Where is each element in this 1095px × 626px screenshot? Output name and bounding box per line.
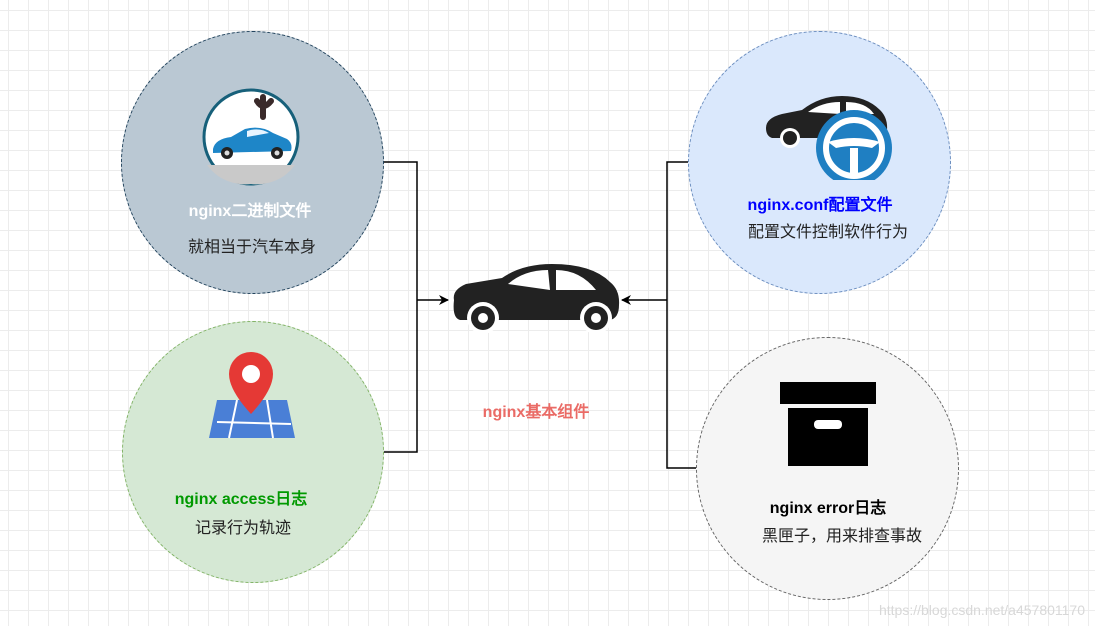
node-access-title: nginx access日志 xyxy=(174,491,308,508)
node-binary-title: nginx二进制文件 xyxy=(188,203,312,220)
node-access-desc: 记录行为轨迹 xyxy=(194,518,292,537)
car-icon xyxy=(453,264,620,334)
black-box-icon xyxy=(780,382,876,466)
center-label: nginx基本组件 xyxy=(482,404,590,421)
connector-right xyxy=(621,161,696,469)
map-pin-icon xyxy=(209,352,295,439)
node-error-title: nginx error日志 xyxy=(769,500,887,517)
watermark: https://blog.csdn.net/a457801170 xyxy=(878,602,1085,618)
connector-left xyxy=(382,161,449,453)
node-error xyxy=(696,337,959,600)
car-repair-icon xyxy=(202,88,300,186)
node-error-desc: 黑匣子，用来排查事故 xyxy=(761,526,923,545)
node-conf-title: nginx.conf配置文件 xyxy=(747,197,893,214)
car-steering-wheel-icon xyxy=(766,96,892,180)
node-binary-desc: 就相当于汽车本身 xyxy=(187,237,317,256)
node-conf-desc: 配置文件控制软件行为 xyxy=(747,222,909,241)
